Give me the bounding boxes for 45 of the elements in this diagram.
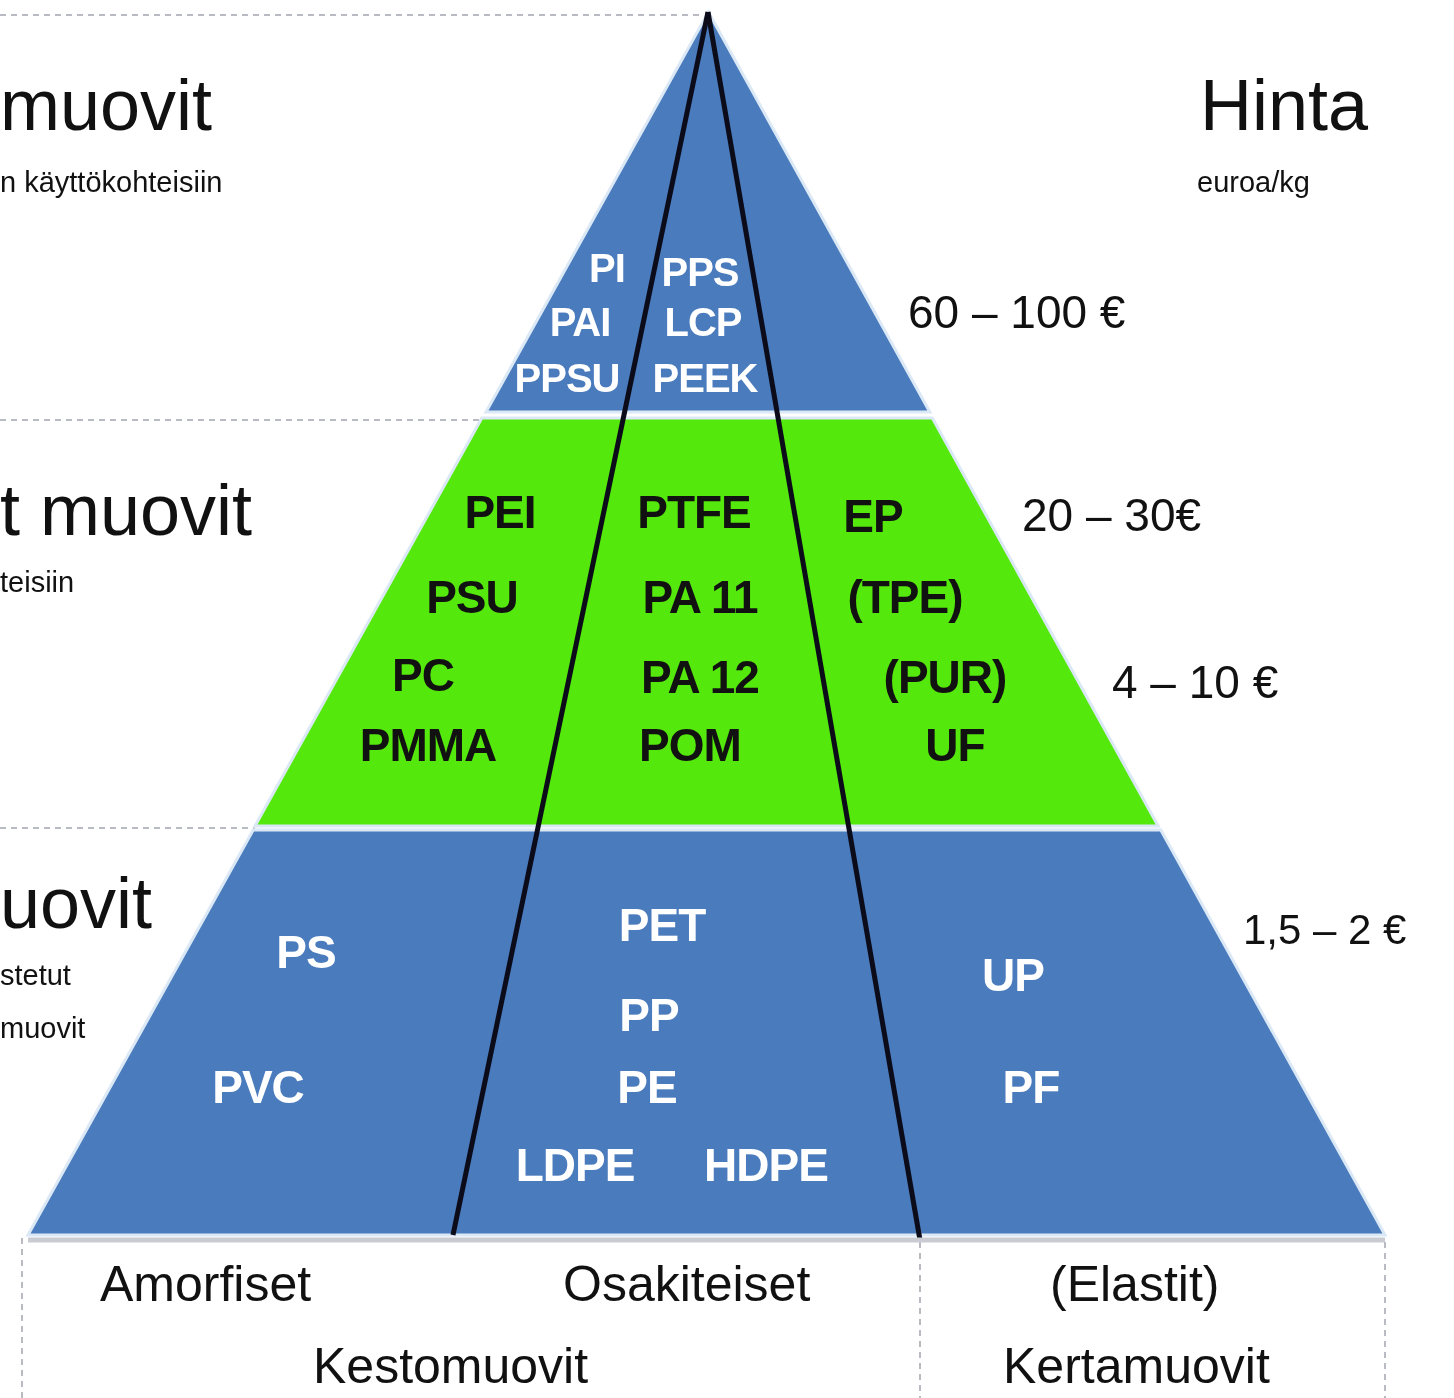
- text-label: Hinta: [1200, 64, 1369, 146]
- polymer-label: PP: [619, 988, 679, 1042]
- text-label: muovit: [0, 64, 213, 146]
- polymer-label: PSU: [426, 570, 518, 624]
- polymer-label: PA 12: [641, 650, 759, 704]
- polymer-label: PPSU: [514, 355, 620, 401]
- polymer-label: LDPE: [515, 1138, 635, 1192]
- polymer-label: PI: [589, 245, 625, 291]
- polymer-label: PAI: [549, 299, 611, 345]
- text-label: Amorfiset: [100, 1255, 312, 1313]
- text-label: Kestomuovit: [313, 1337, 589, 1395]
- text-label: 60 – 100 €: [908, 285, 1126, 339]
- polymer-label: (TPE): [847, 570, 963, 624]
- polymer-label: PMMA: [359, 718, 497, 772]
- text-label: uovit: [0, 862, 153, 944]
- text-label: 4 – 10 €: [1112, 655, 1279, 709]
- text-label: (Elastit): [1050, 1255, 1220, 1313]
- polymer-label: PC: [392, 648, 454, 702]
- polymer-label: UP: [982, 948, 1044, 1002]
- polymer-label: PS: [276, 925, 336, 979]
- polymer-label: PPS: [661, 249, 739, 295]
- text-label: 20 – 30€: [1022, 488, 1202, 542]
- text-label: teisiin: [0, 565, 75, 599]
- text-label: Osakiteiset: [563, 1255, 811, 1313]
- polymer-label: PVC: [212, 1060, 304, 1114]
- polymer-label: PA 11: [642, 570, 758, 624]
- polymer-label: PEI: [464, 485, 536, 539]
- text-label: t muovit: [0, 469, 253, 551]
- text-label: n käyttökohteisiin: [0, 165, 223, 199]
- text-label: stetut: [0, 958, 71, 992]
- text-label: 1,5 – 2 €: [1243, 906, 1407, 954]
- text-label: euroa/kg: [1197, 165, 1310, 199]
- polymer-label: PET: [618, 898, 706, 952]
- polymer-label: LCP: [664, 299, 742, 345]
- polymer-label: EP: [843, 489, 903, 543]
- polymer-label: PE: [617, 1060, 677, 1114]
- text-label: muovit: [0, 1011, 86, 1045]
- polymer-label: HDPE: [704, 1138, 828, 1192]
- polymer-label: PEEK: [652, 355, 758, 401]
- polymer-label: PF: [1002, 1060, 1060, 1114]
- polymer-label: UF: [925, 718, 985, 772]
- polymer-label: POM: [639, 718, 741, 772]
- text-label: Kertamuovit: [1003, 1337, 1270, 1395]
- polymer-label: (PUR): [883, 650, 1007, 704]
- polymer-label: PTFE: [637, 485, 751, 539]
